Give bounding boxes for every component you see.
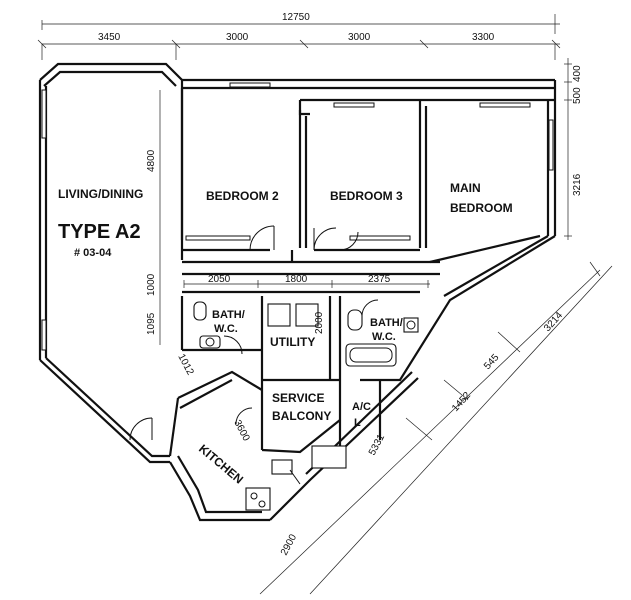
diag-dim-545: 545 [482, 352, 502, 372]
bath-right-label-1: BATH/ [370, 317, 403, 329]
right-dim-3216: 3216 [572, 173, 583, 196]
service-balcony-label-1: SERVICE [272, 391, 324, 405]
utility-label: UTILITY [270, 335, 315, 349]
windows [41, 82, 554, 351]
bath-left-label-1: BATH/ [212, 309, 245, 321]
utility-dim-2000: 2000 [314, 311, 325, 334]
service-balcony-label-2: BALCONY [272, 409, 331, 423]
doors [129, 225, 379, 441]
kitchen-dim-1012: 1012 [175, 352, 195, 377]
mid-dimension-lines [183, 280, 430, 288]
right-dim-400: 400 [572, 65, 583, 82]
diagonal-dimension-lines [259, 261, 613, 595]
balcony-dim-5331: 5331 [367, 432, 387, 457]
ac-label-2: L [354, 417, 361, 429]
mid-dim-1800: 1800 [285, 274, 308, 285]
bath-right-label-2: W.C. [372, 331, 396, 343]
diag-dim-1452: 1452 [450, 390, 473, 414]
main-bedroom-label-1: MAIN [450, 181, 481, 195]
overall-width-dimension: 12750 [282, 12, 310, 23]
top-dimension-lines [37, 14, 561, 60]
diag-dim-3214: 3214 [542, 310, 565, 334]
bedroom-3-label: BEDROOM 3 [330, 189, 403, 203]
top-dim-1: 3450 [98, 32, 121, 43]
dim-4800: 4800 [146, 149, 157, 172]
kitchen-sink [245, 487, 271, 511]
kitchen-dim-3600: 3600 [231, 418, 251, 443]
mid-dim-2375: 2375 [368, 274, 391, 285]
top-dim-3: 3000 [348, 32, 371, 43]
top-dim-4: 3300 [472, 32, 495, 43]
bedroom-2-label: BEDROOM 2 [206, 189, 279, 203]
living-dining-label: LIVING/DINING [58, 187, 143, 201]
dim-1000: 1000 [146, 273, 157, 296]
bathtub [345, 343, 397, 367]
type-floors: # 03-04 [74, 247, 112, 259]
wc-left [193, 301, 207, 321]
type-title: TYPE A2 [58, 221, 141, 243]
bath-left-label-2: W.C. [214, 323, 238, 335]
mid-dim-2050: 2050 [208, 274, 231, 285]
right-dim-500: 500 [572, 87, 583, 104]
fixtures [193, 301, 419, 511]
ac-label-1: A/C [352, 401, 371, 413]
right-dimension-lines [564, 58, 572, 240]
exterior-walls [38, 62, 557, 522]
dim-1095: 1095 [146, 312, 157, 335]
top-dim-2: 3000 [226, 32, 249, 43]
bottom-dim-2900: 2900 [279, 532, 299, 557]
main-bedroom-label-2: BEDROOM [450, 201, 513, 215]
wc-right [347, 309, 363, 331]
kitchen-label: KITCHEN [196, 442, 246, 487]
